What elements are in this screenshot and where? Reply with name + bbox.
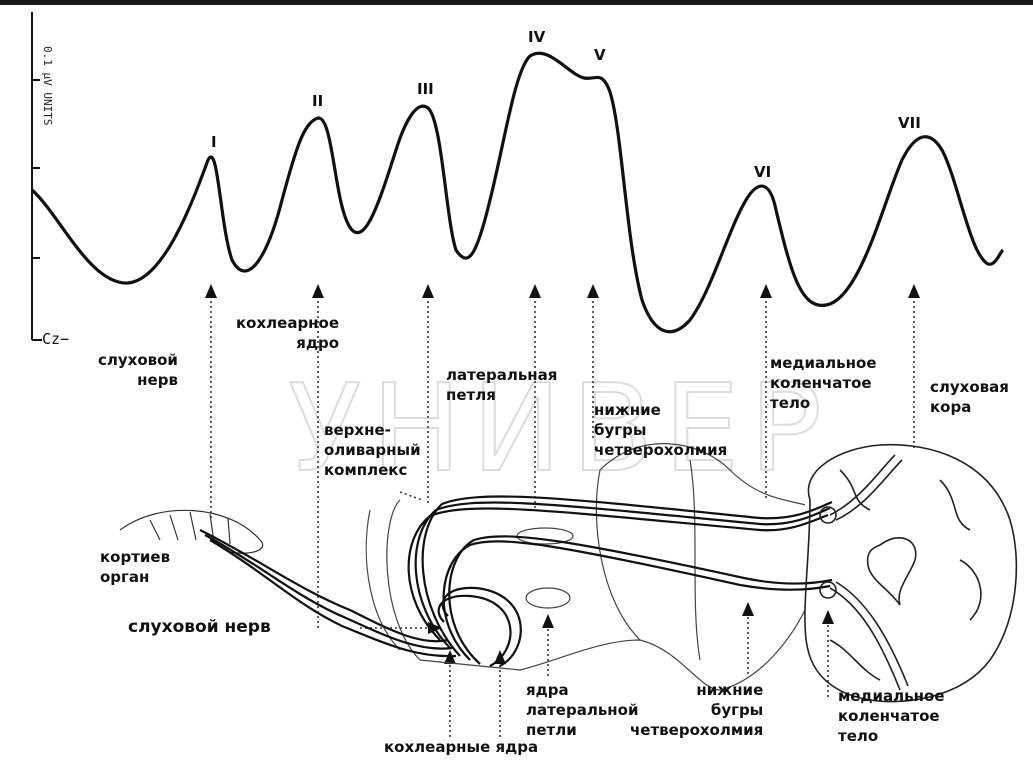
- label-organ-of-corti: кортиев орган: [100, 547, 170, 587]
- label-auditory-nerve-top: слуховой нерв: [98, 350, 178, 390]
- label-nuclei-lateral-lemniscus: ядра латеральной петли: [526, 680, 639, 740]
- peak-label-vi: VI: [754, 163, 771, 181]
- peak-label-ii: II: [312, 92, 323, 110]
- brain-cross-section: [805, 445, 1016, 702]
- label-auditory-cortex: слуховая кора: [930, 377, 1009, 417]
- label-cochlear-nucleus: кохлеарное ядро: [236, 313, 339, 353]
- label-lateral-lemniscus: латеральная петля: [446, 365, 557, 405]
- peak-label-i: I: [211, 133, 217, 151]
- label-auditory-nerve-bottom: слуховой нерв: [128, 617, 271, 637]
- peak-label-iii: III: [417, 80, 434, 98]
- peak-label-vii: VII: [898, 114, 921, 132]
- label-medial-geniculate-top: медиальное коленчатое тело: [770, 353, 877, 413]
- peak-label-v: V: [594, 46, 606, 64]
- label-inferior-colliculi-bottom: нижние бугры четверохолмия: [630, 680, 763, 740]
- label-medial-geniculate-bottom: медиальное коленчатое тело: [838, 686, 945, 746]
- abr-waveform: [32, 53, 1003, 332]
- axis-units-label: 0.1 μV UNITS: [41, 46, 54, 125]
- label-inferior-colliculi-top: нижние бугры четверохолмия: [594, 400, 727, 460]
- peak-label-iv: IV: [528, 28, 545, 46]
- electrode-label: Cz−: [42, 330, 69, 348]
- auditory-pathway-fibers: [200, 497, 832, 666]
- label-superior-olivary-complex: верхне- оливарный комплекс: [324, 420, 421, 480]
- label-cochlear-nuclei: кохлеарные ядра: [384, 737, 538, 757]
